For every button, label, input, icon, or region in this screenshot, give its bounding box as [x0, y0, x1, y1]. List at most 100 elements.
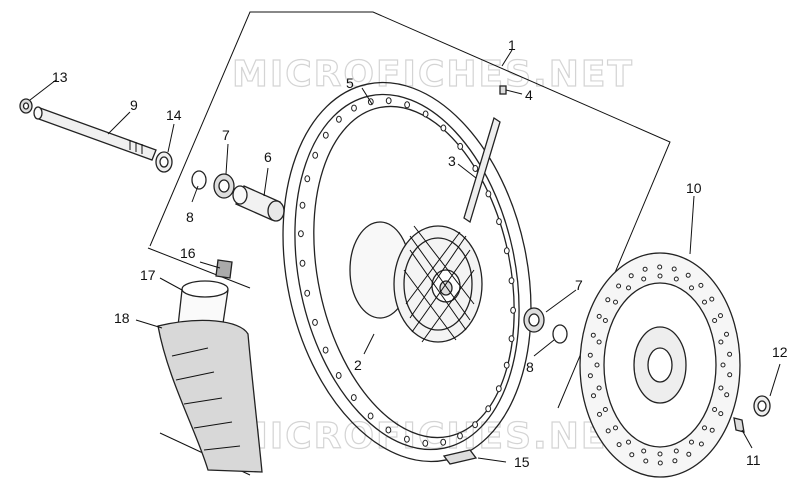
callout-4: 4 [525, 87, 533, 103]
disc-hole [712, 318, 718, 323]
rim-hole [495, 385, 502, 393]
callout-3: 3 [448, 153, 456, 169]
rim-hole [351, 104, 357, 112]
disc-hole [727, 372, 733, 378]
rim-hole [322, 346, 329, 354]
rim-hole [298, 230, 304, 238]
disc-hole [616, 442, 622, 448]
disc-hole [709, 427, 715, 433]
spacer-tube [232, 185, 285, 222]
disc-hole [613, 425, 618, 431]
rim-hole [385, 97, 392, 105]
callout-13: 13 [52, 69, 68, 85]
disc-hole [718, 339, 724, 345]
disc-hole [673, 448, 679, 454]
callout-7-left: 7 [222, 127, 230, 143]
bearing-left [213, 173, 235, 199]
rim-spoke-holes [298, 97, 516, 447]
callout-16: 16 [180, 245, 196, 261]
rim-hole [304, 289, 311, 297]
disc-hole [616, 283, 622, 289]
callout-8-right: 8 [526, 359, 534, 375]
spacer-right [753, 395, 771, 417]
disc-hole [702, 425, 707, 431]
rim-hole [485, 405, 492, 413]
disc-hole [641, 448, 647, 454]
valve-stem [463, 116, 501, 224]
disc-hole [720, 362, 726, 368]
callout-8-left: 8 [186, 209, 194, 225]
disc-hole [702, 299, 707, 305]
valve-cap [499, 85, 507, 95]
callout-17: 17 [140, 267, 156, 283]
bearing-right [523, 307, 545, 333]
callout-1: 1 [508, 37, 516, 53]
disc-hole [629, 452, 635, 458]
rim-hole [472, 421, 479, 429]
rim-hole [503, 247, 510, 255]
disc-hole [685, 272, 691, 278]
brake-disc [579, 252, 741, 478]
rim-hole [472, 165, 479, 172]
rim-hole [404, 435, 410, 443]
circlip-left [191, 170, 207, 190]
disc-hole [724, 331, 729, 337]
rim-hole [457, 432, 463, 440]
callout-18: 18 [114, 310, 130, 326]
rim-hole [510, 306, 516, 314]
callout-12: 12 [772, 344, 788, 360]
callout-15: 15 [514, 454, 530, 470]
rim-hole [312, 151, 319, 159]
tyre [157, 319, 263, 473]
disc-hole [673, 276, 679, 282]
rim-hole [496, 218, 502, 226]
disc-hole [724, 392, 730, 398]
callout-7-right: 7 [575, 277, 583, 293]
disc-hole [657, 460, 663, 466]
watermark-bottom: MICROFICHES.NET [232, 416, 634, 457]
disc-hole [709, 296, 715, 302]
wheel-hub [349, 221, 483, 343]
leader-lines [29, 49, 781, 463]
disc-hole [596, 339, 602, 345]
inner-tube [177, 280, 229, 331]
disc-hole [657, 451, 663, 457]
disc-hole [671, 266, 677, 272]
disc-hole [594, 362, 600, 368]
watermark-top: MICROFICHES.NET [232, 54, 634, 95]
disc-hole [596, 385, 602, 391]
disc-hole [626, 439, 631, 445]
disc-hole [587, 373, 593, 379]
rim-hole [422, 439, 429, 447]
rim-hole [385, 426, 392, 434]
rim-hole [485, 190, 492, 198]
disc-hole [712, 407, 718, 412]
rim-hole [336, 115, 342, 123]
disc-hole [587, 352, 593, 358]
disc-hole [626, 285, 631, 291]
callout-2: 2 [354, 357, 362, 373]
disc-hole [591, 393, 596, 399]
disc-hole [718, 313, 723, 319]
rim-hole [440, 124, 447, 132]
disc-hole [613, 299, 618, 305]
callout-14: 14 [166, 107, 182, 123]
rim-tape-tab [215, 259, 233, 279]
axle [33, 106, 157, 161]
spacer-left [155, 151, 173, 173]
disc-bolt [733, 417, 745, 433]
brake-disc-holes [587, 264, 733, 466]
disc-hole [602, 318, 608, 323]
callout-10: 10 [686, 180, 702, 196]
disc-hole [596, 313, 602, 319]
disc-hole [605, 297, 611, 303]
rim-hole [404, 101, 411, 109]
rim-hole [299, 201, 306, 209]
callout-labels: 1 2 3 4 5 6 7 7 8 8 9 10 11 12 13 14 15 … [52, 37, 788, 470]
disc-hole [686, 451, 692, 457]
rim-hole [304, 175, 311, 183]
disc-hole [642, 266, 648, 272]
disc-hole [718, 411, 724, 417]
rim-hole [367, 412, 374, 420]
